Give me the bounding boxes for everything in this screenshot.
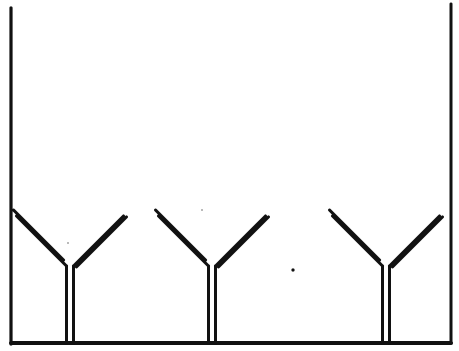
antibody-left-arm-line	[15, 214, 68, 268]
antibody-left-arm-line	[12, 208, 66, 262]
antibody-3	[328, 208, 444, 345]
antibody-right-arm-line	[72, 214, 125, 268]
speck	[67, 242, 69, 244]
antibody-left-arm-line	[331, 214, 384, 268]
antibody-left-arm-line	[328, 208, 382, 262]
antibody-left-arm-line	[157, 214, 210, 268]
antibody-2	[154, 208, 270, 345]
antibody-left-arm-line	[154, 208, 208, 262]
container-walls	[9, 2, 453, 346]
speck	[201, 209, 203, 211]
antibody-right-arm-line	[214, 214, 267, 268]
antibody-right-arm-line	[388, 214, 441, 268]
antibody-right-arm-line	[216, 215, 270, 269]
speck	[291, 268, 295, 272]
antibody-1	[12, 208, 128, 345]
antibody-right-arm-line	[390, 215, 444, 269]
antibody-right-arm-line	[74, 215, 128, 269]
